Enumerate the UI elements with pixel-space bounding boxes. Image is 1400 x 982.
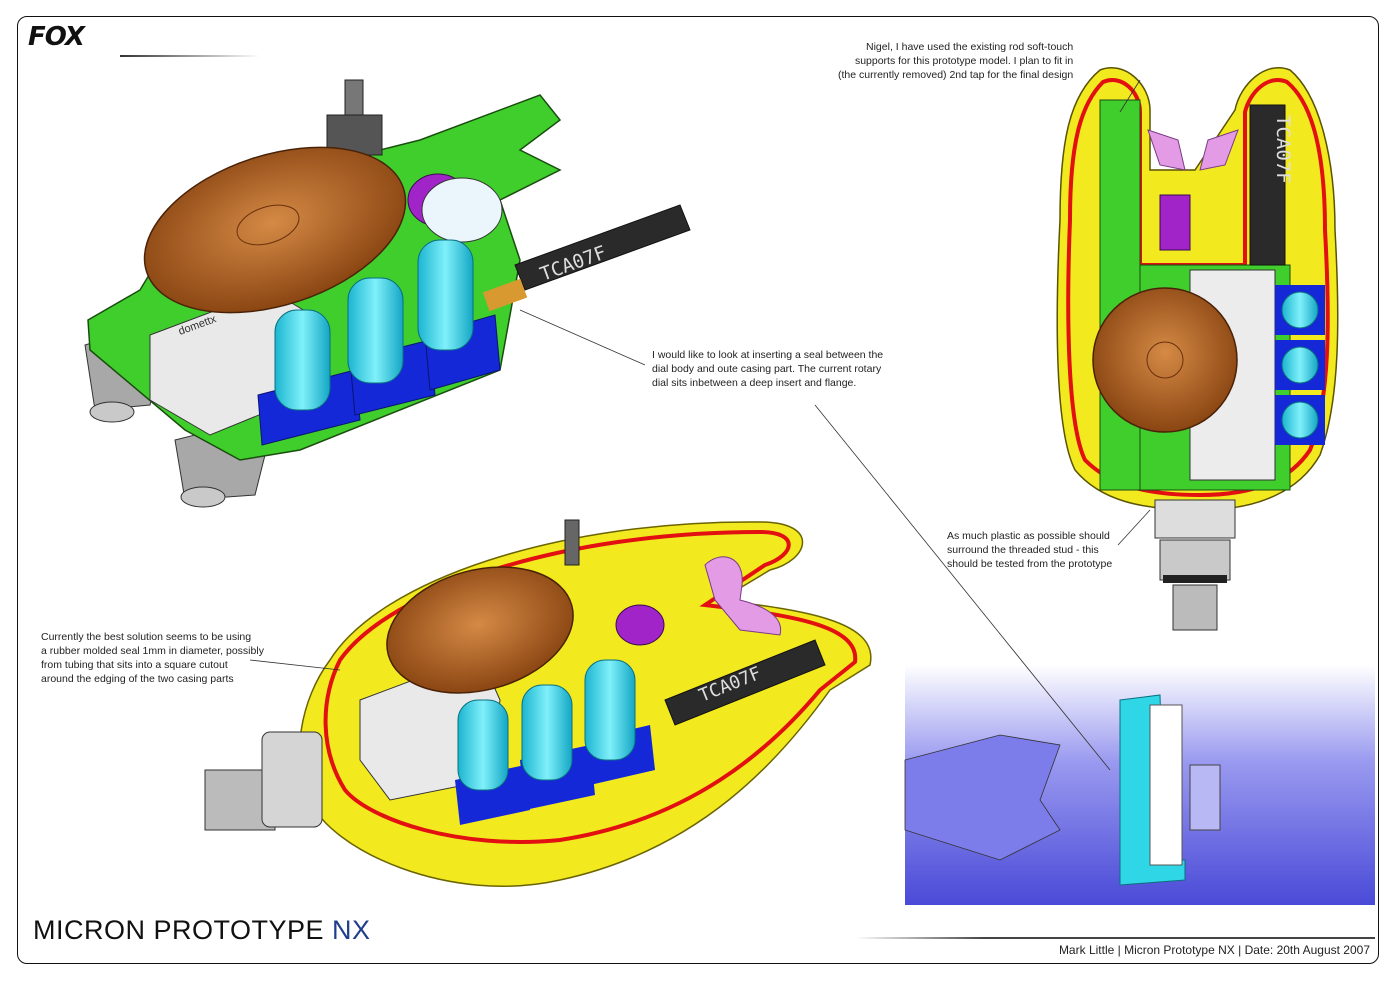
page-title: MICRON PROTOTYPE NX [33,915,371,946]
annotation-seal-insert: I would like to look at inserting a seal… [652,349,884,389]
top-support-right [1199,129,1239,171]
knob-2 [347,277,404,384]
footer-rule [855,937,1375,939]
foot-right [180,486,226,508]
top-view: TCA07F [1056,67,1339,631]
chip-body [514,204,691,291]
page-frame [17,16,1379,964]
casing-assembly-view: TCA07F [204,519,872,887]
fox-logo: FOX [28,22,85,52]
top-speaker [1092,287,1238,433]
top-support-left [1147,129,1186,171]
top-speaker-center [1146,341,1184,379]
leader-plastic-stud [1117,509,1151,546]
leader-rod-supports [1119,79,1141,113]
knob-3 [417,239,474,351]
leader-lines [249,79,1151,771]
speaker [143,146,407,314]
leader-seal-insert [519,309,646,366]
knob-1 [274,309,331,411]
section-flange [1189,764,1221,831]
top-stud-oring [1163,575,1227,583]
top-seal [1066,78,1330,498]
top-chip-label: TCA07F [1272,115,1294,184]
top-chip [1249,104,1286,266]
inner-knob-2 [521,684,573,781]
inner-purple-dial [615,604,665,646]
top-knob-1 [1281,291,1319,329]
top-knob-3 [1281,401,1319,439]
annotation-rod-supports: Nigel, I have used the existing rod soft… [838,41,1074,81]
leader-seal-insert-detail [814,404,1111,771]
foot-left [89,401,135,423]
chip-pads [482,278,528,312]
top-purple-dial [1159,194,1191,251]
inner-chip [664,639,826,726]
inner-speaker [386,566,574,694]
section-cutout [904,734,1061,861]
annotation-plastic-stud: As much plastic as possible should surro… [947,530,1113,570]
section-detail-view [904,665,1375,905]
section-insert [1149,704,1183,866]
top-stud-thread [1172,584,1218,631]
leader-rubber-seal [249,659,341,671]
inner-knob-3 [584,659,636,761]
annotation-rubber-seal: Currently the best solution seems to be … [41,631,264,685]
stud-collar [261,731,323,828]
inner-knob-1 [457,699,509,791]
title-main: MICRON PROTOTYPE [33,915,325,945]
dial-cap [421,177,503,243]
top-knob-2 [1281,346,1319,384]
logo-rule [120,55,260,57]
inner-post [564,519,580,566]
seal-outline [323,529,858,844]
pink-support [704,556,782,636]
pcb-assembly-view: domettx TCA07F [84,79,691,508]
top-stud-collar [1159,539,1231,581]
top-stud-block [1154,499,1236,539]
title-accent: NX [332,915,371,945]
speaker-center [236,204,300,246]
footer-credit: Mark Little | Micron Prototype NX | Date… [1058,943,1370,957]
